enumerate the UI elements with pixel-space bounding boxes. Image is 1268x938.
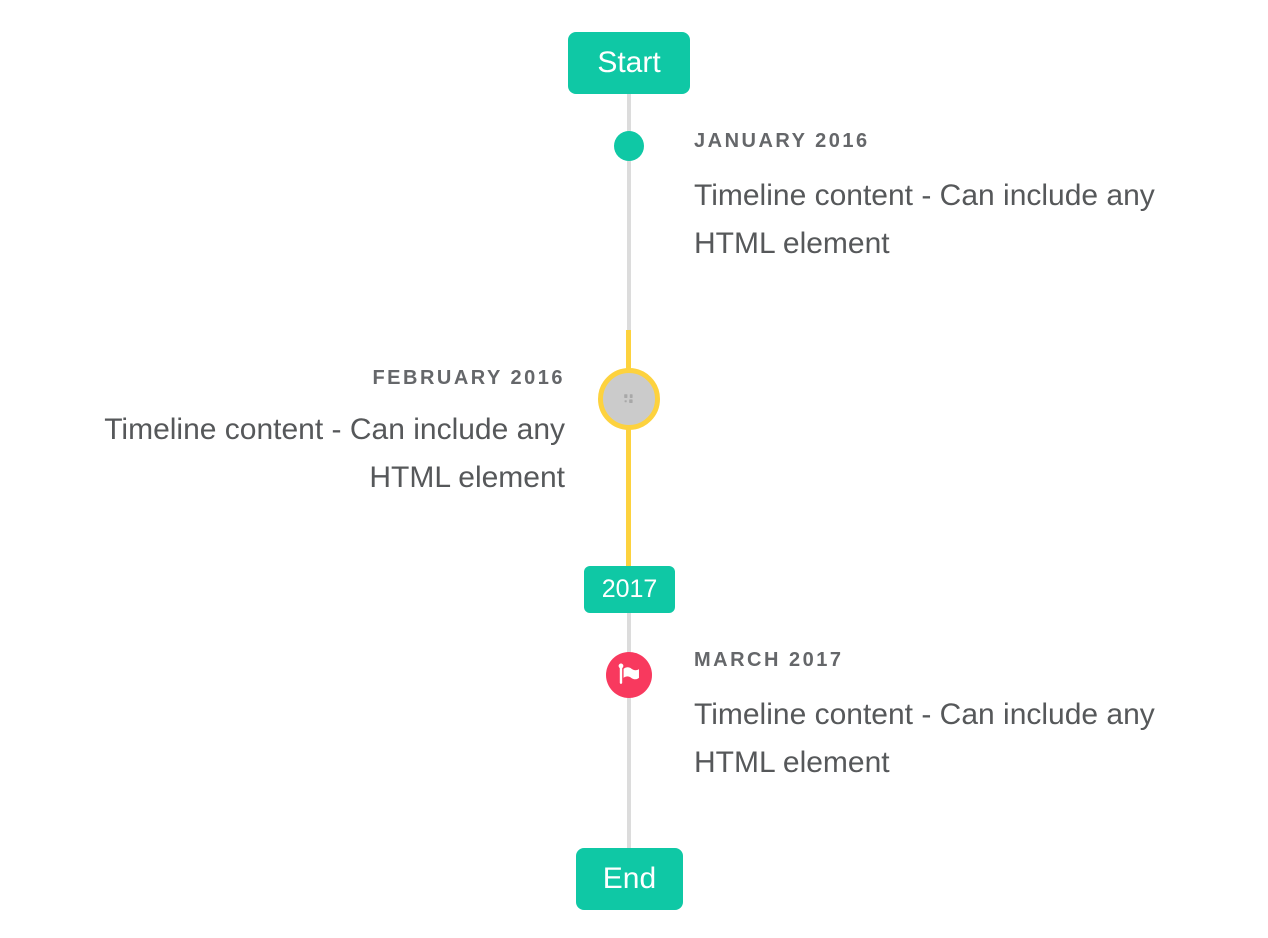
flag-icon: [616, 662, 642, 688]
broken-image-icon: [621, 391, 637, 407]
marker-february-ring: [598, 368, 660, 430]
marker-march-flag: [606, 652, 652, 698]
event-march-content: Timeline content - Can include any HTML …: [694, 698, 1155, 779]
marker-january-dot: [614, 131, 644, 161]
timeline-start-badge[interactable]: Start: [568, 32, 690, 94]
timeline-line-highlight-segment: [626, 330, 631, 566]
timeline-year-badge[interactable]: 2017: [584, 566, 675, 613]
event-february-content: Timeline content - Can include any HTML …: [104, 413, 565, 494]
timeline-end-badge[interactable]: End: [576, 848, 683, 910]
event-march-label: MARCH 2017: [694, 649, 844, 671]
event-january-content: Timeline content - Can include any HTML …: [694, 179, 1155, 260]
event-january-label: JANUARY 2016: [694, 130, 870, 152]
event-february-label: FEBRUARY 2016: [372, 367, 565, 389]
